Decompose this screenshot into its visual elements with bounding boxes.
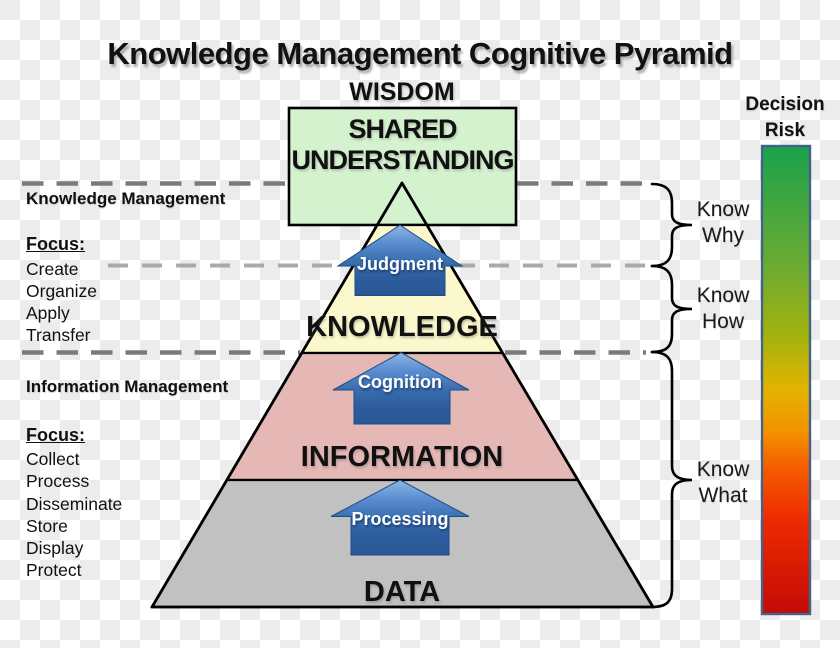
list-item: Process <box>26 471 90 492</box>
decision-risk-line1: Decision <box>745 94 825 115</box>
list-item: Apply <box>26 303 70 323</box>
list-item: Collect <box>26 449 80 469</box>
knowledge-management-heading: Knowledge Management <box>26 189 226 208</box>
list-item: Transfer <box>26 325 91 345</box>
list-item: Store <box>26 515 68 536</box>
knowledge-layer-label: KNOWLEDGE <box>306 311 498 343</box>
page-title: Knowledge Management Cognitive Pyramid <box>107 36 733 71</box>
shared-understanding-line1: SHARED <box>348 114 457 144</box>
information-management-focus-label: Focus: <box>26 425 86 445</box>
knowledge-management-focus-label: Focus: <box>26 234 86 254</box>
shared-understanding-box <box>287 106 518 227</box>
shared-understanding-label: SHARED UNDERSTANDING <box>289 114 516 176</box>
list-item: Protect <box>26 560 82 581</box>
know-what-line1: Know <box>696 458 750 481</box>
know-what-line2: What <box>698 483 748 507</box>
know-what-label: Know What <box>675 457 771 508</box>
list-item: Create <box>26 259 79 279</box>
information-layer-label: INFORMATION <box>300 441 504 473</box>
brace-know-how <box>650 264 693 354</box>
know-how-label: Know How <box>675 283 771 334</box>
list-item: Organize <box>26 281 98 301</box>
know-why-line2: Why <box>702 223 744 247</box>
information-management-heading: Information Management <box>26 377 229 396</box>
wisdom-label: WISDOM <box>349 78 455 106</box>
know-why-label: Know Why <box>675 197 771 248</box>
shared-understanding-line2: UNDERSTANDING <box>291 145 515 175</box>
decision-risk-line2: Risk <box>764 119 806 141</box>
decision-risk-title: Decision Risk <box>735 92 835 143</box>
information-management-focus-list: Collect Process Disseminate Store Displa… <box>26 448 276 582</box>
know-why-line1: Know <box>696 198 750 221</box>
brace-know-why <box>650 182 693 268</box>
knowledge-management-focus-list: Create Organize Apply Transfer <box>26 258 276 346</box>
list-item: Disseminate <box>26 493 123 514</box>
judgment-arrow-icon <box>336 224 464 296</box>
know-how-line1: Know <box>696 284 750 307</box>
cognition-arrow-label: Cognition <box>358 372 442 392</box>
judgment-arrow-label: Judgment <box>356 254 443 274</box>
data-layer-label: DATA <box>363 576 441 608</box>
cognition-arrow-icon <box>332 351 470 425</box>
brace-know-what <box>650 350 693 609</box>
list-item: Display <box>26 538 84 559</box>
decision-risk-gradient-bar <box>760 144 812 616</box>
processing-arrow-label: Processing <box>351 509 449 529</box>
know-how-line2: How <box>701 309 744 333</box>
processing-arrow-icon <box>330 479 470 556</box>
pyramid-outline <box>150 181 655 609</box>
